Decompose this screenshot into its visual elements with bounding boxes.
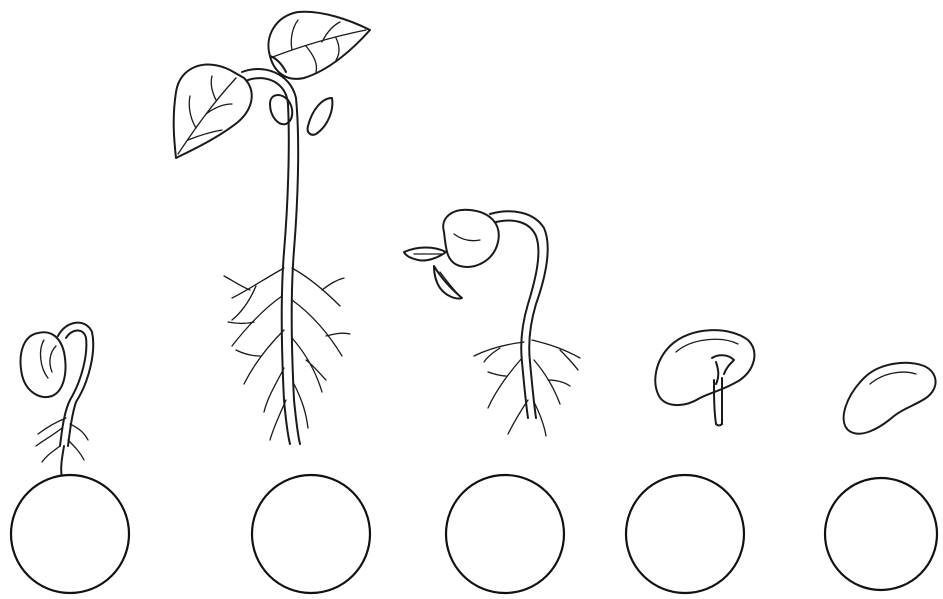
answer-circle-5[interactable] bbox=[825, 478, 937, 590]
answer-circle-4[interactable] bbox=[626, 475, 744, 593]
seedling-bent-drawing bbox=[404, 210, 580, 436]
seedling-small-drawing bbox=[21, 323, 94, 478]
answer-circles bbox=[11, 475, 937, 593]
answer-circle-3[interactable] bbox=[446, 475, 564, 593]
plant-tall-drawing bbox=[174, 12, 370, 444]
answer-circle-2[interactable] bbox=[252, 475, 370, 593]
answer-circle-1[interactable] bbox=[11, 475, 129, 593]
seed-drawing bbox=[844, 363, 936, 434]
seed-sprouting-drawing bbox=[655, 330, 754, 425]
